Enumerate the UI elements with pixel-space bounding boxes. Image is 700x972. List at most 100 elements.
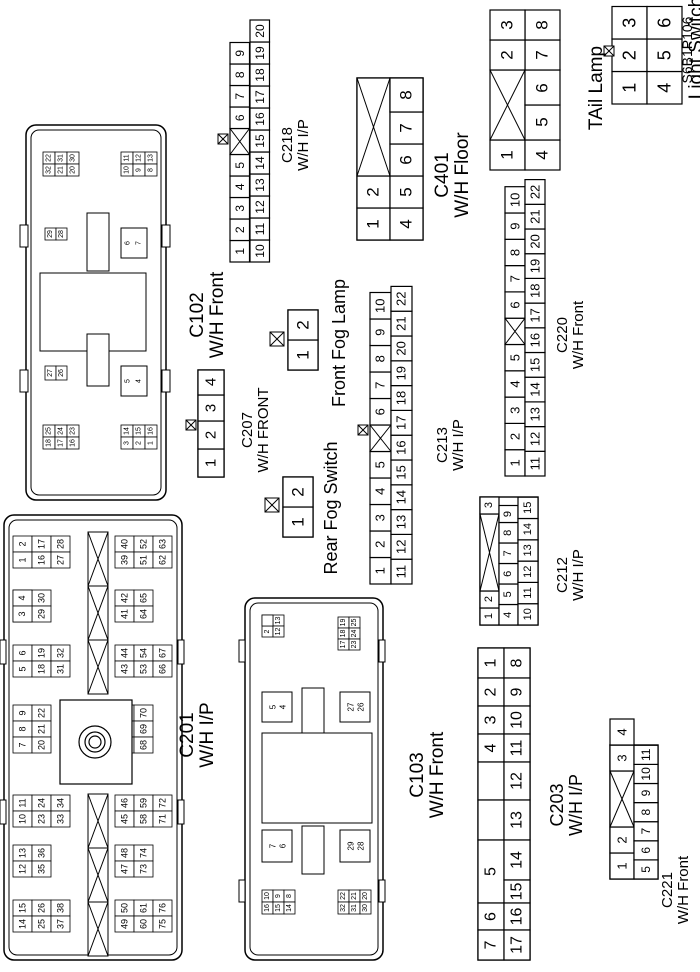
tail-lamp-pin: 4 (533, 150, 552, 159)
terminal: 23 (70, 427, 77, 435)
terminal: 2 (136, 441, 143, 445)
c218-pin: 11 (253, 222, 267, 235)
terminal: 9 (136, 168, 143, 172)
c213-pin: 5 (373, 461, 388, 468)
terminal: 64 (139, 609, 149, 619)
terminal: 40 (120, 539, 130, 549)
c401-pin: 1 (364, 219, 383, 228)
c220-code: C220 (555, 280, 571, 390)
c401-pin: 2 (364, 187, 383, 196)
terminal: 38 (56, 903, 66, 913)
c212-desc: W/H I/P (571, 525, 587, 625)
light-switch-pin: 1 (620, 83, 640, 93)
light-switch-pin: 2 (620, 50, 640, 60)
terminal: 30 (37, 593, 47, 603)
light-switch-pin: 6 (655, 18, 675, 28)
terminal: 32 (56, 648, 66, 658)
c212-pin: 5 (502, 591, 514, 597)
terminal: 8 (18, 726, 28, 731)
terminal: 7 (18, 742, 28, 747)
c212-pin: 7 (502, 550, 514, 556)
terminal: 45 (120, 814, 130, 824)
terminal: 8 (148, 168, 155, 172)
terminal: 27 (47, 369, 54, 377)
terminal: 25 (46, 427, 53, 435)
tail-lamp-pin: 7 (533, 50, 552, 59)
terminal: 67 (158, 648, 168, 658)
c218-pin: 7 (233, 93, 247, 100)
c212-pin: 15 (522, 502, 534, 514)
terminal: 10 (124, 166, 131, 174)
terminal: 15 (18, 903, 28, 913)
terminal: 29 (47, 230, 54, 238)
terminal: 28 (58, 230, 65, 238)
c201-desc: W/H I/P (198, 680, 218, 790)
terminal: 13 (275, 617, 282, 625)
c220-pin: 18 (528, 284, 543, 298)
c212-pin: 9 (502, 511, 514, 517)
c207-desc: W/H FRONT (256, 375, 272, 485)
c221-pin: 6 (639, 847, 653, 854)
terminal: 72 (158, 798, 168, 808)
c220-pin: 10 (508, 193, 523, 207)
terminal: 43 (120, 664, 130, 674)
c220-pin: 11 (528, 457, 543, 471)
c213-code: C213 (435, 395, 451, 495)
terminal: 3 (17, 611, 27, 616)
terminal: 25 (351, 619, 358, 627)
c212-pin: 11 (522, 587, 534, 598)
c221-pin: 1 (615, 862, 630, 869)
terminal: 14 (286, 904, 293, 912)
terminal: 18 (46, 439, 53, 447)
c213-pin: 2 (373, 541, 388, 548)
front-fog-lamp-pin: 2 (294, 320, 313, 329)
terminal: 35 (37, 864, 47, 874)
terminal: 26 (37, 903, 47, 913)
terminal: 20 (362, 892, 369, 900)
c212-pin: 13 (522, 544, 534, 556)
c220-pin: 21 (528, 209, 543, 223)
terminal: 46 (120, 798, 130, 808)
terminal: 9 (18, 710, 28, 715)
c221-pin: 10 (639, 767, 653, 781)
terminal: 9 (275, 894, 282, 898)
c220-pin: 3 (508, 407, 523, 414)
c218-pin: 3 (233, 205, 247, 212)
terminal: 66 (158, 664, 168, 674)
rear-fog-switch-pin: 2 (289, 487, 308, 496)
terminal: 26 (58, 369, 65, 377)
terminal: 10 (264, 892, 271, 900)
terminal: 24 (37, 798, 47, 808)
terminal: 15 (136, 427, 143, 435)
c218-pin: 10 (253, 244, 267, 258)
terminal: 21 (37, 724, 47, 734)
c213-pin: 22 (394, 292, 409, 306)
c221-pin: 7 (639, 828, 653, 835)
terminal: 11 (18, 798, 28, 807)
c220-pin: 15 (528, 358, 543, 372)
c213-pin: 1 (373, 567, 388, 574)
c213-pin: 7 (373, 382, 388, 389)
terminal: 54 (139, 648, 149, 658)
terminal: 5 (269, 704, 278, 709)
c220-pin: 12 (528, 432, 543, 446)
terminal: 21 (351, 892, 358, 900)
terminal: 34 (56, 798, 66, 808)
c401-pin: 7 (397, 123, 416, 132)
terminal: 16 (37, 555, 47, 565)
c212-pin: 1 (483, 613, 495, 619)
terminal: 14 (18, 919, 28, 929)
c103-desc: W/H Front (428, 700, 448, 850)
c213-pin: 13 (394, 515, 409, 529)
c220-pin: 4 (508, 380, 523, 387)
terminal: 20 (70, 166, 77, 174)
terminal: 21 (58, 166, 65, 174)
c203-pin: 13 (509, 811, 526, 829)
tail-lamp-pin: 5 (533, 117, 552, 126)
terminal: 7 (136, 241, 143, 245)
